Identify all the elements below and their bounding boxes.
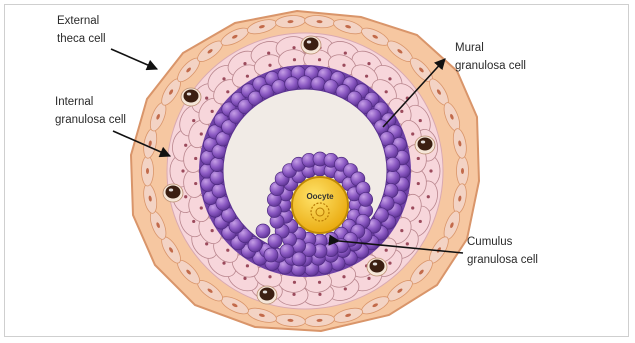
cell-nucleus bbox=[292, 46, 295, 49]
cell-nucleus bbox=[388, 262, 391, 265]
nucleus-highlight bbox=[421, 141, 425, 144]
cell-nucleus bbox=[417, 182, 420, 185]
cell-nucleus bbox=[222, 262, 225, 265]
cell-nucleus bbox=[246, 264, 249, 267]
cell-nucleus bbox=[205, 242, 208, 245]
cell-nucleus bbox=[318, 58, 321, 61]
cell-nucleus bbox=[211, 229, 214, 232]
cumulus-cell bbox=[268, 234, 282, 248]
nucleus-highlight bbox=[169, 189, 173, 192]
cell-nucleus bbox=[342, 275, 345, 278]
nucleus-highlight bbox=[373, 263, 377, 266]
cumulus-cell bbox=[264, 248, 278, 262]
cell-nucleus bbox=[222, 77, 225, 80]
theca-nucleus bbox=[461, 168, 464, 174]
cell-nucleus bbox=[344, 51, 347, 54]
cell-nucleus bbox=[268, 275, 271, 278]
cell-nucleus bbox=[200, 206, 203, 209]
cumulus-cell bbox=[280, 244, 294, 258]
oocyte-label: Oocyte bbox=[306, 192, 334, 201]
cell-nucleus bbox=[427, 195, 430, 198]
cell-nucleus bbox=[268, 64, 271, 67]
nucleus-highlight bbox=[307, 41, 311, 44]
cell-nucleus bbox=[226, 90, 229, 93]
cell-nucleus bbox=[411, 206, 414, 209]
cell-nucleus bbox=[205, 97, 208, 100]
cell-nucleus bbox=[406, 242, 409, 245]
cell-nucleus bbox=[318, 293, 321, 296]
nucleus-highlight bbox=[187, 93, 191, 96]
cumulus-cell bbox=[248, 238, 262, 252]
cell-nucleus bbox=[243, 62, 246, 65]
cell-nucleus bbox=[419, 220, 422, 223]
cumulus-cell bbox=[256, 224, 270, 238]
cell-nucleus bbox=[400, 110, 403, 113]
cell-nucleus bbox=[211, 110, 214, 113]
cell-nucleus bbox=[344, 287, 347, 290]
cell-nucleus bbox=[429, 169, 432, 172]
cell-nucleus bbox=[194, 157, 197, 160]
cell-nucleus bbox=[419, 119, 422, 122]
cell-nucleus bbox=[411, 132, 414, 135]
mural-granulosa-cell bbox=[298, 76, 312, 90]
cell-nucleus bbox=[184, 195, 187, 198]
cell-nucleus bbox=[192, 220, 195, 223]
cell-nucleus bbox=[318, 281, 321, 284]
cell-nucleus bbox=[388, 77, 391, 80]
mural-granulosa-cell bbox=[386, 157, 400, 171]
cell-nucleus bbox=[385, 249, 388, 252]
cell-nucleus bbox=[365, 75, 368, 78]
cell-nucleus bbox=[367, 62, 370, 65]
cell-nucleus bbox=[293, 281, 296, 284]
nucleus-core bbox=[418, 138, 433, 151]
cell-nucleus bbox=[200, 132, 203, 135]
cell-nucleus bbox=[181, 169, 184, 172]
cumulus-cell bbox=[359, 192, 373, 206]
cell-nucleus bbox=[342, 64, 345, 67]
cell-nucleus bbox=[226, 249, 229, 252]
label-external-theca-cell: External theca cell bbox=[57, 15, 106, 45]
cell-nucleus bbox=[246, 75, 249, 78]
arrow-external-theca bbox=[111, 49, 157, 69]
nucleus-highlight bbox=[263, 291, 267, 294]
mural-granulosa-cell bbox=[210, 157, 224, 171]
label-internal-granulosa-cell: Internal granulosa cell bbox=[55, 96, 126, 126]
label-mural-granulosa-cell: Mural granulosa cell bbox=[455, 42, 526, 72]
mural-granulosa-cell bbox=[386, 170, 400, 184]
mural-granulosa-cell bbox=[210, 170, 224, 184]
cell-nucleus bbox=[184, 144, 187, 147]
cell-nucleus bbox=[194, 182, 197, 185]
cell-nucleus bbox=[192, 119, 195, 122]
follicle-diagram: Oocyte External theca cell Internal gran… bbox=[5, 5, 630, 338]
cell-nucleus bbox=[367, 277, 370, 280]
nucleus-core bbox=[370, 260, 385, 273]
cell-nucleus bbox=[243, 277, 246, 280]
cell-nucleus bbox=[293, 58, 296, 61]
cell-nucleus bbox=[417, 157, 420, 160]
nucleus-core bbox=[304, 38, 319, 51]
cell-nucleus bbox=[267, 51, 270, 54]
oocyte-icon: Oocyte bbox=[292, 177, 348, 233]
figure-frame: Oocyte External theca cell Internal gran… bbox=[4, 4, 629, 337]
label-cumulus-granulosa-cell: Cumulus granulosa cell bbox=[467, 236, 538, 266]
nucleus-core bbox=[166, 186, 181, 199]
nucleus-core bbox=[184, 90, 199, 103]
cumulus-cell bbox=[292, 252, 306, 266]
cell-nucleus bbox=[385, 90, 388, 93]
nucleus-core bbox=[260, 288, 275, 301]
theca-nucleus bbox=[146, 168, 149, 174]
cell-nucleus bbox=[400, 229, 403, 232]
cell-nucleus bbox=[292, 293, 295, 296]
